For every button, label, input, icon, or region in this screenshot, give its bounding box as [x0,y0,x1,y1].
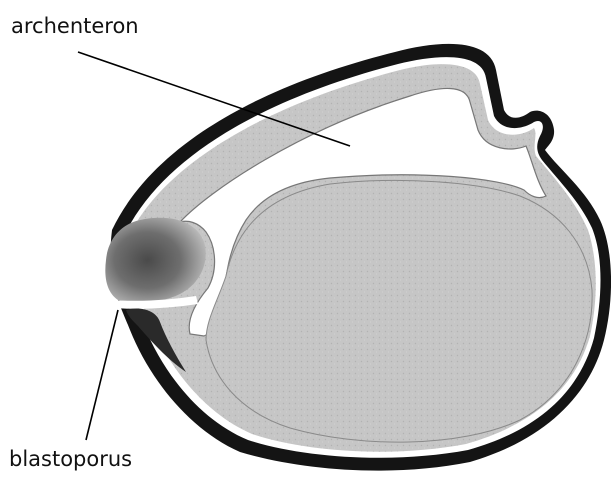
blastoporus-leader-line [86,310,118,440]
label-blastoporus: blastoporus [9,449,132,470]
yolk-mass [206,180,592,442]
label-archenteron: archenteron [11,16,139,37]
